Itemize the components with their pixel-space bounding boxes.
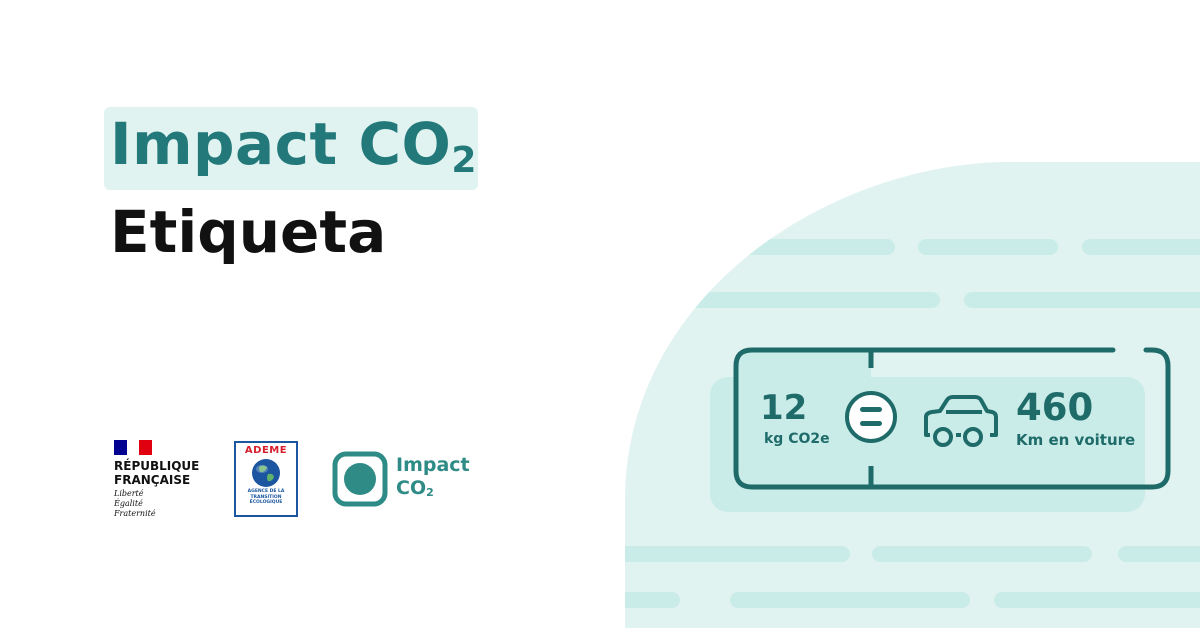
flag-red: [139, 440, 153, 455]
label-right-unit: Km en voiture: [1016, 431, 1136, 449]
title-highlight: [104, 107, 478, 190]
page-title: Impact CO2: [110, 110, 477, 181]
impactco2-logo-text: Impact CO2: [396, 454, 470, 499]
label-left-fill: [736, 350, 871, 487]
flag-blue: [114, 440, 127, 455]
car-icon: [924, 395, 998, 447]
globe-icon: [252, 459, 280, 487]
road-stripes: [625, 239, 1200, 608]
label-frame: [733, 347, 1171, 490]
ademe-tagline: AGENCE DE LA TRANSITION ÉCOLOGIQUE: [247, 489, 285, 505]
flag-white: [126, 440, 140, 455]
french-flag-icon: [114, 440, 153, 455]
label-left-value: 12: [760, 388, 808, 428]
page-subtitle: Etiqueta: [110, 198, 387, 266]
label-left-unit: kg CO2e: [764, 431, 830, 447]
ademe-name: ADEME: [244, 445, 288, 456]
impactco2-logo: Impact CO2: [332, 451, 470, 507]
republique-name: RÉPUBLIQUE FRANÇAISE: [114, 459, 200, 487]
republique-motto: Liberté Égalité Fraternité: [114, 489, 156, 518]
impactco2-logo-icon: [332, 451, 388, 507]
ademe-logo: ADEME AGENCE DE LA TRANSITION ÉCOLOGIQUE: [234, 441, 298, 517]
label-right-value: 460: [1016, 386, 1094, 429]
equals-icon: [845, 391, 897, 443]
republique-francaise-logo: RÉPUBLIQUE FRANÇAISE Liberté Égalité Fra…: [114, 440, 199, 519]
